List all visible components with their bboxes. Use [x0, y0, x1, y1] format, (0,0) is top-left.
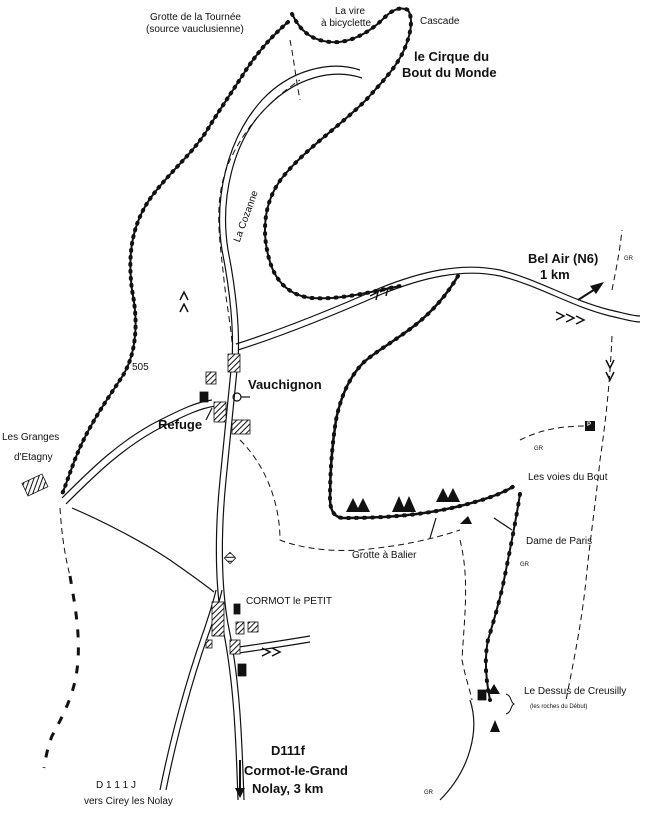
gr-east: [565, 335, 613, 701]
cliffs: [42, 6, 522, 769]
label-cormot-le-petit: CORMOT le PETIT: [246, 596, 332, 607]
label-voies-du-bout: Les voies du Bout: [528, 472, 608, 483]
road-granges: [61, 399, 213, 499]
label-altitude-505: 505: [132, 362, 149, 373]
road-creusilly: [439, 699, 475, 801]
label-cascade: Cascade: [420, 16, 460, 27]
cliff-west-lower: [42, 575, 80, 769]
label-grotte-tournee: Grotte de la Tournée: [150, 12, 241, 23]
label-bel-air-2: 1 km: [540, 267, 570, 282]
road-bel-air: [235, 266, 641, 345]
label-refuge: Refuge: [158, 417, 203, 432]
road-west: [71, 507, 215, 593]
bracket: [505, 693, 516, 715]
label-vers-cirey: vers Cirey les Nolay: [84, 796, 173, 807]
label-nolay: Nolay, 3 km: [252, 781, 324, 796]
label-cirque-2: Bout du Monde: [402, 65, 497, 80]
road-d111j: [159, 589, 217, 791]
label-gr-mid: GR: [534, 446, 543, 452]
label-roches-debut: (les roches du Début): [530, 704, 588, 710]
track-tournee: [289, 39, 301, 101]
cliff-cirque-south: [328, 275, 515, 520]
label-source-vauclusienne: (source vauclusienne): [146, 24, 244, 35]
label-granges-1: Les Granges: [2, 432, 60, 443]
gr-south: [459, 539, 473, 701]
label-vauchignon: Vauchignon: [248, 377, 322, 392]
label-vire-2: à bicyclette: [320, 18, 372, 29]
label-vire-1: La vire: [334, 6, 365, 17]
label-grotte-balier: Grotte à Balier: [352, 550, 417, 561]
track-cozanne: [218, 79, 301, 343]
label-gr-bottom: GR: [424, 790, 433, 796]
buildings: [21, 353, 487, 701]
gr-top: [611, 229, 623, 291]
rock-triangles: [346, 488, 500, 732]
building-hatch: [227, 353, 241, 373]
label-d111f: D111f: [271, 743, 305, 758]
label-gr-top: GR: [624, 256, 633, 262]
rock-triangle: [346, 498, 360, 512]
label-dame-de-paris: Dame de Paris: [526, 536, 593, 547]
parking-icon: [585, 421, 595, 431]
label-d111j: D 1 1 1 J: [96, 780, 137, 791]
track-voies: [519, 425, 587, 441]
label-parking: P: [587, 422, 592, 428]
church-icon: [232, 392, 250, 402]
label-cormot-le-grand: Cormot-le-Grand: [244, 763, 348, 778]
tracks: [59, 39, 623, 701]
label-dessus-creusilly: Le Dessus de Creusilly: [524, 686, 627, 697]
road-cormot-east: [231, 635, 311, 649]
label-granges-2: d'Etagny: [14, 452, 53, 463]
track-granges-west: [59, 507, 71, 577]
arrows: [179, 282, 615, 798]
label-gr-right: GR: [520, 562, 529, 568]
cliff-cirque-north: [264, 7, 412, 300]
track-balier: [239, 439, 461, 551]
direction-arrow-icon: [555, 311, 586, 325]
label-bel-air-1: Bel Air (N6): [528, 251, 599, 266]
label-cirque-1: le Cirque du: [414, 49, 490, 64]
